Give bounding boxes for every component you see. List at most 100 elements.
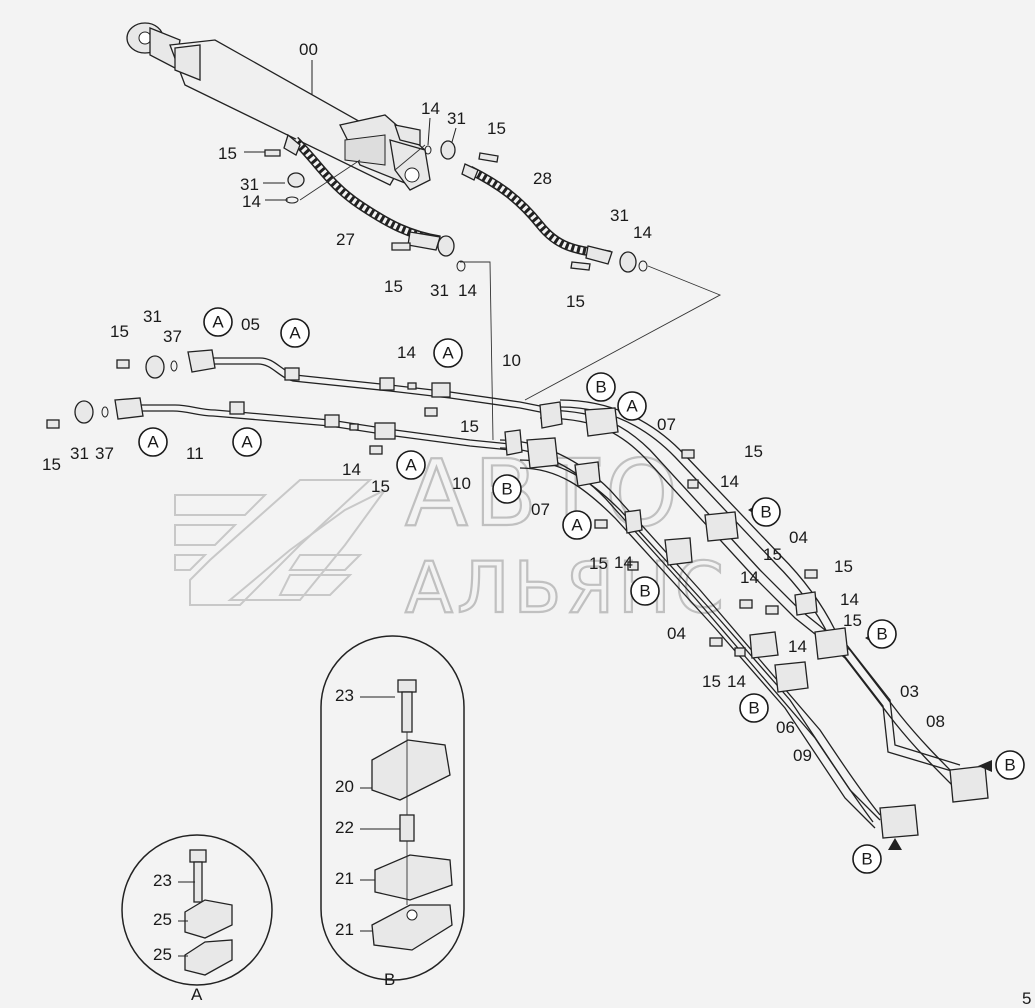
part-label: 15	[487, 119, 506, 138]
part-label: 14	[242, 192, 261, 211]
part-label: 27	[336, 230, 355, 249]
part-label: 14	[788, 637, 807, 656]
part-label: 31	[447, 109, 466, 128]
callout-b-2: B	[492, 474, 522, 504]
part-label: 15	[589, 554, 608, 573]
cylinder-00	[126, 22, 431, 191]
callout-a-4: A	[138, 427, 168, 457]
callout-b-5: B	[867, 619, 897, 649]
pipe-05	[200, 357, 561, 417]
part-label: 15	[744, 442, 763, 461]
part-label: 15	[566, 292, 585, 311]
svg-text:A: A	[212, 313, 224, 332]
detail-a	[121, 834, 273, 986]
part-label: 15	[834, 557, 853, 576]
svg-text:B: B	[876, 625, 887, 644]
flange-fittings-top	[264, 140, 648, 273]
part-label: 37	[95, 444, 114, 463]
callout-a-7: A	[617, 391, 647, 421]
part-label: 07	[657, 415, 676, 434]
callout-a-8: A	[562, 510, 592, 540]
part-label: 15	[702, 672, 721, 691]
callout-b-3: B	[751, 497, 781, 527]
svg-text:A: A	[571, 516, 583, 535]
part-label: 25	[153, 910, 172, 929]
callout-a-3: A	[433, 338, 463, 368]
part-label: 14	[458, 281, 477, 300]
part-label: 10	[452, 474, 471, 493]
part-label: 14	[740, 568, 759, 587]
part-label: 31	[610, 206, 629, 225]
part-label: 21	[335, 920, 354, 939]
svg-text:A: A	[289, 324, 301, 343]
clamps-main	[504, 401, 989, 839]
svg-text:B: B	[501, 480, 512, 499]
label-leaders	[178, 60, 457, 957]
part-label: 10	[502, 351, 521, 370]
part-label: 14	[421, 99, 440, 118]
part-label: 31	[143, 307, 162, 326]
callout-a-5: A	[232, 427, 262, 457]
part-label: 15	[384, 277, 403, 296]
part-label: 23	[335, 686, 354, 705]
part-label: 15	[460, 417, 479, 436]
part-label: 04	[789, 528, 808, 547]
part-label: 28	[533, 169, 552, 188]
part-label: 21	[335, 869, 354, 888]
part-label: 14	[342, 460, 361, 479]
part-label: 14	[840, 590, 859, 609]
part-label: 14	[727, 672, 746, 691]
svg-text:B: B	[760, 503, 771, 522]
svg-text:A: A	[442, 344, 454, 363]
part-label: 37	[163, 327, 182, 346]
svg-text:B: B	[861, 850, 872, 869]
part-label: 31	[430, 281, 449, 300]
svg-text:B: B	[748, 699, 759, 718]
svg-text:A: A	[405, 456, 417, 475]
svg-text:A: A	[626, 397, 638, 416]
callout-b-7: B	[995, 750, 1025, 780]
part-label: 08	[926, 712, 945, 731]
detail-b-label: B	[384, 970, 395, 989]
part-label: 15	[42, 455, 61, 474]
hose-28	[461, 163, 613, 265]
part-labels: 00 14 31 15 15 31 14 27 28 31 14 15 31 1…	[42, 40, 945, 964]
part-label: 00	[299, 40, 318, 59]
detail-b	[320, 635, 465, 981]
pipe-11	[125, 404, 521, 452]
part-label: 14	[397, 343, 416, 362]
callout-b-4: B	[630, 576, 660, 606]
detail-a-label: A	[191, 985, 203, 1004]
part-label: 20	[335, 777, 354, 796]
part-label: 15	[218, 144, 237, 163]
part-label: 15	[371, 477, 390, 496]
svg-text:B: B	[639, 582, 650, 601]
part-label: 14	[614, 553, 633, 572]
part-label: 06	[776, 718, 795, 737]
svg-text:A: A	[147, 433, 159, 452]
corner-mark: 5	[1022, 989, 1031, 1008]
part-label: 03	[900, 682, 919, 701]
part-label: 14	[720, 472, 739, 491]
part-label: 11	[186, 444, 204, 463]
part-label: 07	[531, 500, 550, 519]
part-label: 31	[70, 444, 89, 463]
callout-b-1: B	[586, 372, 616, 402]
callout-b-8: B	[852, 844, 882, 874]
part-label: 31	[240, 175, 259, 194]
callout-a-6: A	[396, 450, 426, 480]
pipe-fittings-left	[46, 349, 451, 455]
part-label: 15	[110, 322, 129, 341]
part-label: 04	[667, 624, 686, 643]
part-label: 25	[153, 945, 172, 964]
part-label: 15	[763, 545, 782, 564]
callout-b-6: B	[739, 693, 769, 723]
svg-text:A: A	[241, 433, 253, 452]
part-label: 14	[633, 223, 652, 242]
callout-circles: A A A A A A A A B B B B B B B B	[138, 307, 1025, 874]
svg-text:B: B	[595, 378, 606, 397]
part-label: 23	[153, 871, 172, 890]
svg-text:B: B	[1004, 756, 1015, 775]
